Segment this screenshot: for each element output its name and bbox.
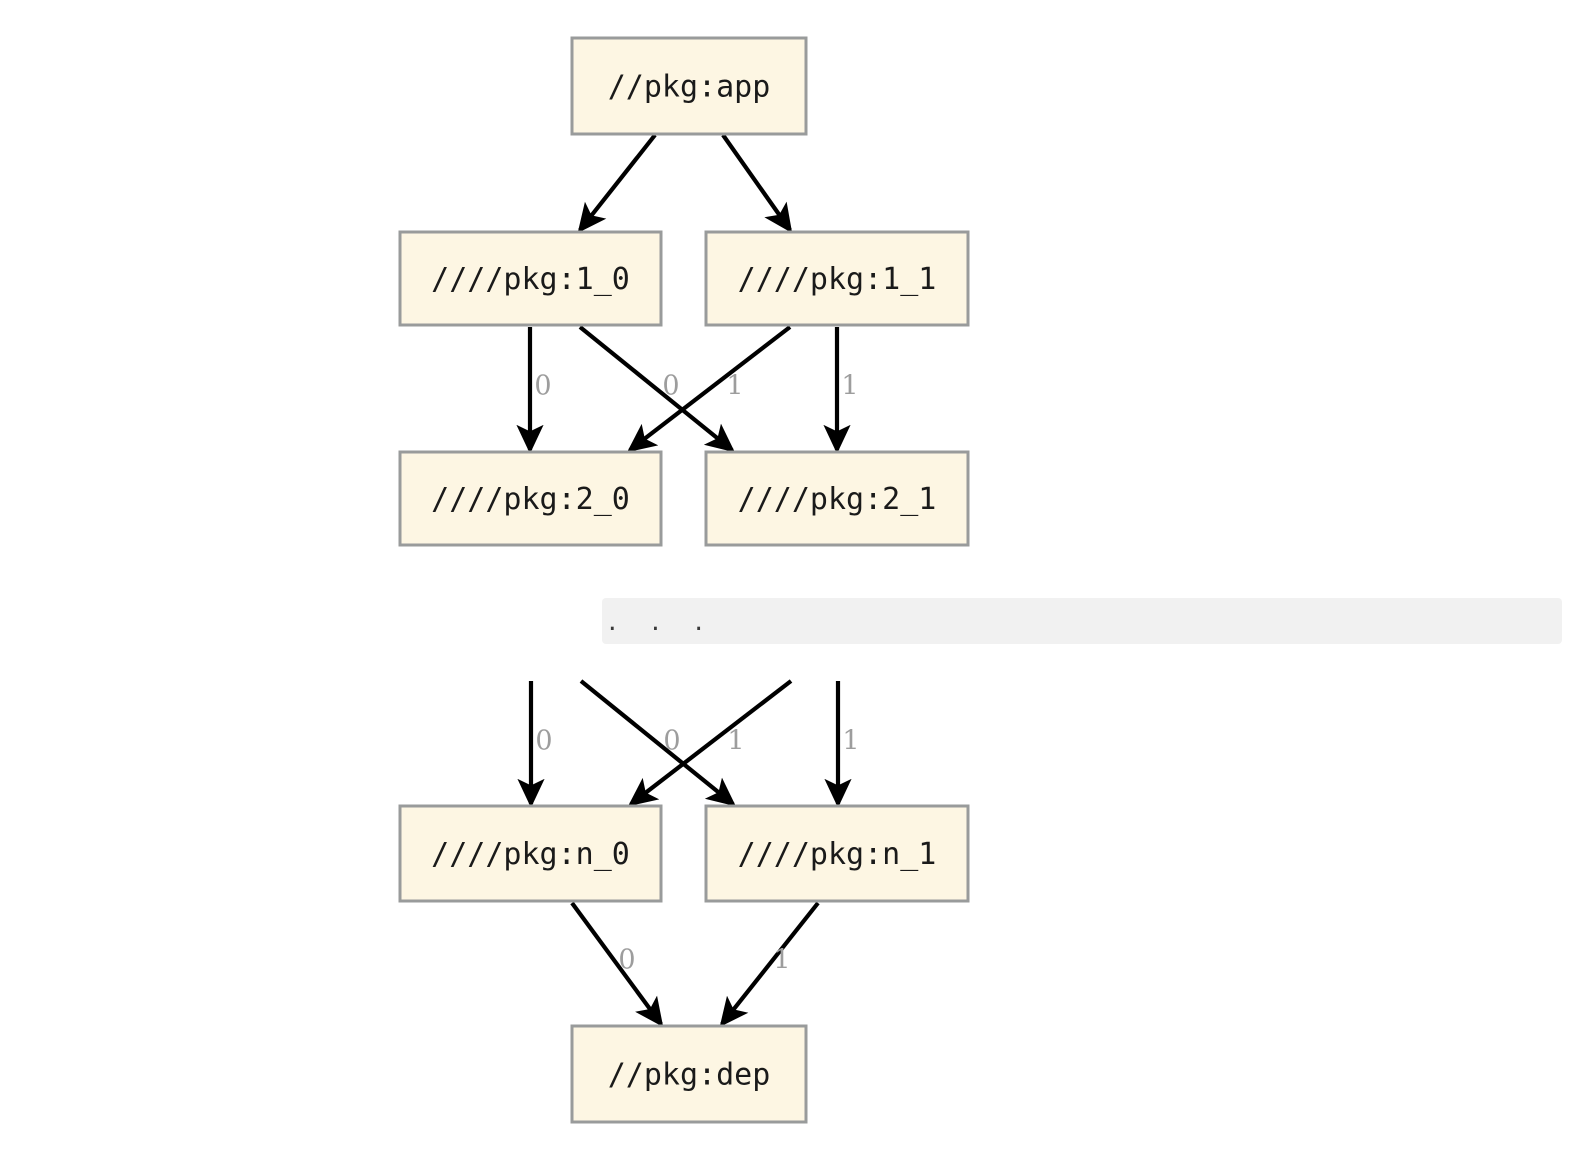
graph-edge bbox=[578, 325, 735, 453]
edge-label: 1 bbox=[727, 726, 744, 757]
edge-label: 1 bbox=[773, 945, 790, 976]
graph-node-nn_0[interactable]: ////pkg:n_0 bbox=[398, 804, 663, 903]
node-box[interactable] bbox=[398, 230, 663, 327]
graph-edge bbox=[628, 679, 793, 807]
graph-node-app[interactable]: //pkg:app bbox=[570, 36, 808, 136]
edge-label: 0 bbox=[535, 726, 552, 757]
ellipsis-label: . . . bbox=[608, 606, 716, 637]
edges-layer bbox=[516, 133, 852, 1028]
edge-line bbox=[578, 325, 735, 453]
graph-node-n1_0[interactable]: ////pkg:1_0 bbox=[398, 230, 663, 327]
node-box[interactable] bbox=[570, 36, 808, 136]
ellipsis-band bbox=[602, 598, 1562, 644]
node-box[interactable] bbox=[704, 804, 970, 903]
node-label: ////pkg:n_1 bbox=[738, 837, 937, 872]
node-label: //pkg:dep bbox=[608, 1058, 771, 1093]
edge-label: 0 bbox=[662, 371, 679, 402]
edge-line bbox=[627, 325, 792, 453]
edge-line bbox=[721, 133, 793, 234]
node-label: //pkg:app bbox=[608, 70, 771, 105]
edge-label: 0 bbox=[663, 726, 680, 757]
graph-node-nn_1[interactable]: ////pkg:n_1 bbox=[704, 804, 970, 903]
graph-node-dep[interactable]: //pkg:dep bbox=[570, 1024, 808, 1124]
edge-label: 1 bbox=[726, 371, 743, 402]
edge-line bbox=[579, 679, 736, 807]
edge-line bbox=[570, 901, 664, 1028]
edge-labels-layer: 0 1 0 1 0 1 0 1 0 1 bbox=[534, 371, 859, 976]
edge-line bbox=[577, 133, 657, 233]
edge-line bbox=[719, 901, 820, 1027]
graph-edge bbox=[627, 325, 792, 453]
node-box[interactable] bbox=[704, 450, 970, 547]
edge-label: 1 bbox=[842, 726, 859, 757]
edge-label: 0 bbox=[618, 945, 635, 976]
node-label: ////pkg:2_0 bbox=[431, 482, 630, 517]
edge-label: 0 bbox=[534, 371, 551, 402]
node-label: ////pkg:2_1 bbox=[738, 482, 937, 517]
node-box[interactable] bbox=[398, 804, 663, 903]
graph-node-n1_1[interactable]: ////pkg:1_1 bbox=[704, 230, 970, 327]
node-box[interactable] bbox=[704, 230, 970, 327]
node-label: ////pkg:1_1 bbox=[738, 262, 937, 297]
node-box[interactable] bbox=[398, 450, 663, 547]
graph-node-n2_0[interactable]: ////pkg:2_0 bbox=[398, 450, 663, 547]
graph-edge bbox=[719, 901, 820, 1027]
graph-edge bbox=[577, 133, 657, 233]
node-label: ////pkg:n_0 bbox=[431, 837, 630, 872]
edge-label: 1 bbox=[841, 371, 858, 402]
graph-edge bbox=[579, 679, 736, 807]
graph-node-n2_1[interactable]: ////pkg:2_1 bbox=[704, 450, 970, 547]
graph-edge bbox=[721, 133, 793, 234]
node-label: ////pkg:1_0 bbox=[431, 262, 630, 297]
nodes-layer: //pkg:app ////pkg:1_0 ////pkg:1_1 ////pkg:2… bbox=[398, 36, 970, 1124]
edge-line bbox=[628, 679, 793, 807]
graph-edge bbox=[570, 901, 664, 1028]
node-box[interactable] bbox=[570, 1024, 808, 1124]
